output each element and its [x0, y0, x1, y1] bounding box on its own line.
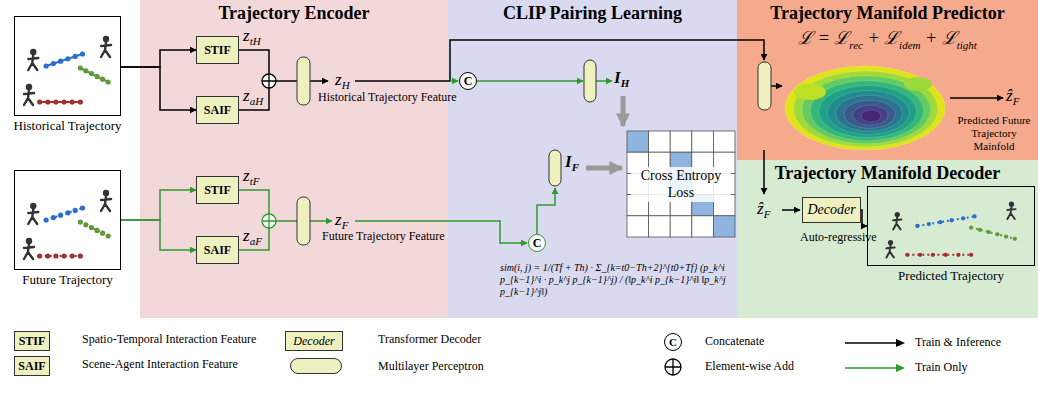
node-text: C — [533, 237, 542, 249]
node-text: Historical Trajectory — [0, 118, 160, 134]
node-text: Trajectory Manifold Predictor — [737, 3, 1038, 24]
node-text: Cross Entropy Loss — [631, 167, 731, 202]
legend-text: Train & Inference — [915, 335, 1001, 350]
scene-box: Predicted Trajectory — [867, 186, 1035, 266]
similarity-matrix: Cross Entropy Loss — [627, 131, 735, 237]
legend-symbol: C — [664, 333, 682, 351]
annotation-label: sim(i, j) = 1/(Tf + Th) · Σ_{k=t0−Th+2}^… — [500, 262, 732, 298]
decoder-panel: Trajectory Manifold DecoderDecoderPredic… — [737, 160, 1038, 318]
math-symbol: ztH — [243, 26, 261, 47]
panel-ground — [448, 0, 737, 318]
legend-symbol — [664, 358, 682, 376]
trajectory-scenes — [24, 36, 1017, 259]
node-text: Trajectory Encoder — [140, 3, 448, 24]
legend-swatch: SAIF — [14, 356, 50, 376]
legend-swatch: Decoder — [285, 331, 343, 351]
annotation-label: Predicted Future Trajectory Mainfold — [952, 114, 1036, 154]
math-symbol: ztF — [243, 166, 259, 187]
legend-sample-text: C — [669, 337, 677, 348]
panel-ground — [737, 0, 1038, 160]
math-symbol: zaH — [243, 86, 263, 107]
math-symbol: ẑF — [1006, 86, 1019, 107]
node-text: CLIP Pairing Learning — [448, 3, 737, 24]
connector — [121, 220, 196, 250]
legend-text: Concatenate — [705, 334, 764, 349]
node-text: Trajectory Manifold Decoder — [737, 163, 1038, 184]
mlp-symbols — [297, 57, 771, 245]
legend-swatch: STIF — [14, 331, 50, 351]
math-symbol: zH — [335, 70, 350, 91]
legend-sample-text: STIF — [19, 335, 46, 347]
node-text: Decoder — [807, 202, 855, 218]
node-text: SAIF — [204, 103, 231, 118]
legend-text: Train Only — [915, 360, 968, 375]
annotation-label: Historical Trajectory Feature — [318, 90, 457, 105]
scene-box: Future Trajectory — [14, 170, 121, 270]
annotation-label: Auto-regressive — [800, 230, 877, 245]
legend-text: Element-wise Add — [705, 359, 794, 374]
black-wires — [239, 40, 1003, 210]
legend-text: Scene-Agent Interaction Feature — [82, 357, 238, 372]
legend-symbol — [845, 334, 905, 352]
legend-text: Spatio-Temporal Interaction Feature — [82, 332, 256, 347]
scene-box: Historical Trajectory — [14, 16, 121, 116]
math-symbol: zaF — [243, 226, 262, 247]
node-text: C — [464, 75, 473, 87]
node-text: ℒ = ℒrec + ℒidem + ℒtight — [737, 25, 1038, 51]
node-text: Future Trajectory — [0, 272, 160, 288]
legend-sample-text: Decoder — [293, 335, 334, 347]
node-text: STIF — [204, 43, 231, 58]
feature-box: STIF — [196, 36, 239, 64]
legend-swatch — [290, 358, 342, 374]
connector — [121, 190, 196, 220]
connector — [121, 50, 196, 67]
add-symbols — [262, 74, 276, 228]
annotation-label: Future Trajectory Feature — [322, 229, 445, 244]
legend-text: Transformer Decoder — [378, 332, 481, 347]
concat-symbol: C — [528, 234, 546, 252]
gray-arrows — [586, 96, 623, 168]
green-wires — [239, 81, 612, 250]
panel-ground — [140, 0, 448, 318]
concat-symbol: C — [459, 72, 477, 90]
panel-ground — [737, 160, 1038, 318]
decoder-box: Decoder — [802, 197, 861, 223]
node-text: STIF — [204, 183, 231, 198]
node-text: Predicted Trajectory — [828, 268, 1038, 284]
node-text: SAIF — [204, 243, 231, 258]
feature-box: SAIF — [196, 236, 239, 264]
math-symbol: ẑF — [757, 199, 770, 220]
connector — [121, 67, 196, 110]
manifold-surface — [785, 66, 945, 150]
feature-box: STIF — [196, 176, 239, 204]
math-symbol: IH — [614, 68, 629, 89]
legend-sample-text: SAIF — [18, 360, 45, 372]
math-symbol: zF — [335, 210, 348, 231]
math-symbol: IF — [565, 152, 579, 173]
encoder-panel: Trajectory EncoderSTIF SAIF STIF SAIF — [140, 0, 448, 318]
feature-box: SAIF — [196, 96, 239, 124]
similarity-grid — [627, 131, 735, 237]
legend-text: Multilayer Perceptron — [378, 359, 484, 374]
legend-symbol — [845, 359, 905, 377]
